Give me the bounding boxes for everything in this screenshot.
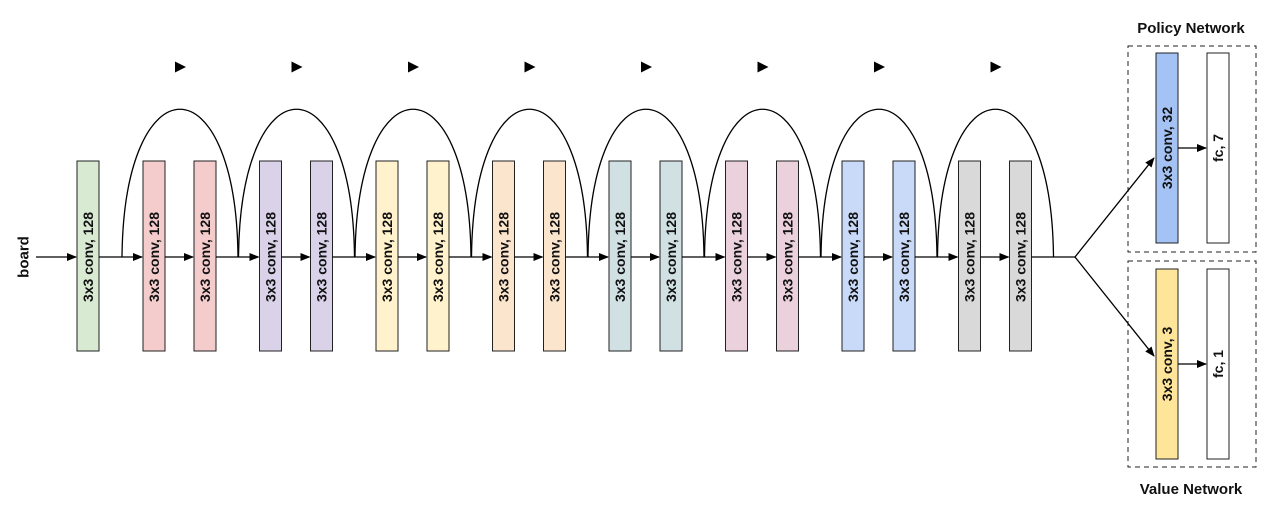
- conv-layer-9: [543, 160, 566, 352]
- value-network-box: [1127, 260, 1257, 468]
- conv-layer-5: [310, 160, 333, 352]
- skip-connection-4-arrowhead: [524, 61, 536, 73]
- conv-layer-17-label: 3x3 conv, 128: [1013, 212, 1029, 302]
- conv-layer-4-label: 3x3 conv, 128: [263, 212, 279, 302]
- value-network-title: Value Network: [1140, 481, 1243, 498]
- split-to-policy-arrow: [1074, 157, 1155, 258]
- conv-layer-4: [259, 160, 282, 352]
- conv-layer-2-label: 3x3 conv, 128: [146, 212, 162, 302]
- conv-layer-10: [608, 160, 632, 352]
- skip-connection-3: [354, 108, 472, 258]
- conv-layer-5-label: 3x3 conv, 128: [314, 212, 330, 302]
- conv-layer-3: [193, 160, 217, 352]
- conv-layer-2: [142, 160, 166, 352]
- head-split-arrows: [1074, 157, 1155, 357]
- conv-layer-8-label: 3x3 conv, 128: [496, 212, 512, 302]
- value-conv-label: 3x3 conv, 3: [1159, 327, 1175, 402]
- conv-layer-16: [958, 160, 981, 352]
- skip-connection-5-arrowhead: [641, 61, 652, 73]
- conv-layer-15-label: 3x3 conv, 128: [896, 212, 912, 302]
- conv-layer-11-label: 3x3 conv, 128: [663, 212, 679, 302]
- skip-connection-5: [587, 108, 705, 258]
- policy-conv-label: 3x3 conv, 32: [1159, 107, 1175, 189]
- input-label: board: [16, 236, 33, 278]
- residual-connections: [121, 61, 1055, 258]
- skip-connection-3-arrowhead: [408, 61, 419, 73]
- conv-layer-7: [426, 160, 450, 352]
- value-fc-block: [1206, 268, 1230, 460]
- skip-connection-8-arrowhead: [990, 61, 1002, 73]
- value-network: 3x3 conv, 3 fc, 1 Value Network: [1127, 260, 1257, 498]
- policy-network-box: [1127, 45, 1257, 253]
- skip-connection-6-arrowhead: [757, 61, 769, 73]
- conv-layer-15: [892, 160, 916, 352]
- skip-connection-1: [121, 108, 239, 258]
- split-to-value-arrow: [1074, 256, 1155, 357]
- value-fc-label: fc, 1: [1210, 350, 1226, 378]
- conv-layer-1-label: 3x3 conv, 128: [80, 212, 96, 302]
- conv-layer-12: [725, 160, 748, 352]
- conv-layer-6: [375, 160, 399, 352]
- conv-layer-7-label: 3x3 conv, 128: [430, 212, 446, 302]
- conv-layer-8: [492, 160, 515, 352]
- conv-layer-1: [76, 160, 100, 352]
- conv-layer-12-label: 3x3 conv, 128: [729, 212, 745, 302]
- skip-connection-8: [936, 108, 1055, 258]
- policy-network: Policy Network 3x3 conv, 32 fc, 7: [1127, 20, 1257, 253]
- conv-layer-14-label: 3x3 conv, 128: [845, 212, 861, 302]
- skip-connection-7: [820, 108, 938, 258]
- skip-connection-6: [703, 108, 822, 258]
- skip-connection-1-arrowhead: [175, 61, 186, 73]
- conv-layer-16-label: 3x3 conv, 128: [962, 212, 978, 302]
- conv-layer-13: [776, 160, 799, 352]
- conv-layer-13-label: 3x3 conv, 128: [780, 212, 796, 302]
- skip-connection-7-arrowhead: [874, 61, 885, 73]
- conv-layer-14: [841, 160, 865, 352]
- conv-layer-17: [1009, 160, 1032, 352]
- policy-fc-label: fc, 7: [1210, 134, 1226, 162]
- policy-network-title: Policy Network: [1137, 20, 1245, 37]
- conv-layer-6-label: 3x3 conv, 128: [379, 212, 395, 302]
- conv-layer-3-label: 3x3 conv, 128: [197, 212, 213, 302]
- trunk-layers: 3x3 conv, 128 3x3 conv, 128 3x3 conv, 128 3…: [76, 160, 1032, 352]
- skip-connection-4: [470, 108, 589, 258]
- skip-connection-2: [237, 108, 356, 258]
- policy-fc-block: [1206, 52, 1230, 244]
- conv-layer-11: [659, 160, 683, 352]
- conv-layer-10-label: 3x3 conv, 128: [612, 212, 628, 302]
- skip-connection-2-arrowhead: [291, 61, 303, 73]
- conv-layer-9-label: 3x3 conv, 128: [547, 212, 563, 302]
